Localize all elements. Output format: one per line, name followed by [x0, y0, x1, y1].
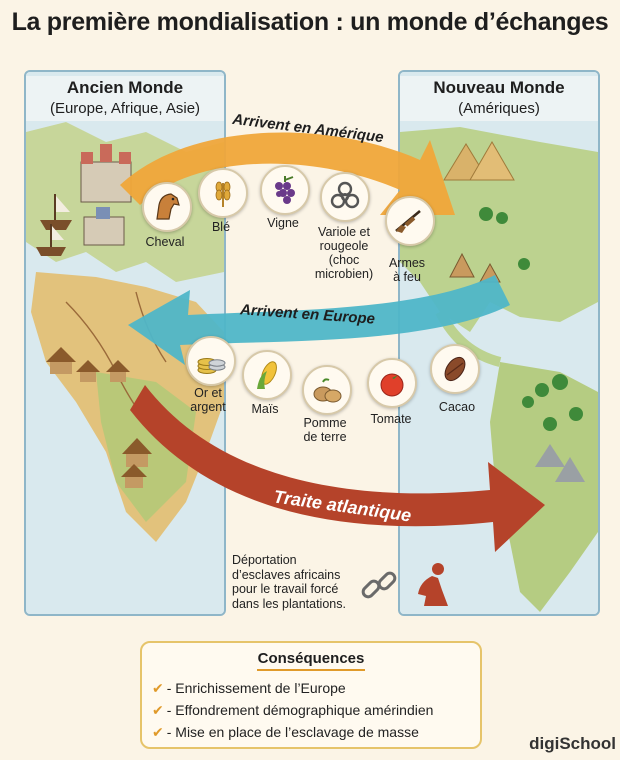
horse-circle: [142, 182, 192, 232]
potato-label: Pomme de terre: [303, 416, 347, 444]
old-world-subtitle: (Europe, Afrique, Asie): [49, 100, 201, 117]
corn-icon: [257, 361, 277, 389]
tomato-circle: [367, 358, 417, 408]
cacao-label: Cacao: [438, 400, 476, 414]
cacao-icon: [444, 356, 466, 382]
check-icon: ✔: [152, 724, 164, 740]
wheat-icon: [215, 181, 231, 207]
disease-label: Variole et rougeole (choc microbien): [314, 225, 374, 281]
to-america-arrow: [120, 132, 455, 215]
ship-icon: [36, 194, 72, 256]
check-icon: ✔: [152, 680, 164, 696]
musket-circle: [385, 196, 435, 246]
gold-silver-label: Or et argent: [190, 386, 226, 414]
old-world-title: Ancien Monde: [66, 78, 184, 97]
musket-icon: [395, 210, 421, 233]
kneeling-person-icon: [418, 563, 448, 606]
mountain-icon: [535, 444, 585, 482]
consequence-item: ✔- Enrichissement de l’Europe: [152, 680, 346, 696]
wheat-label: Blé: [211, 220, 231, 234]
new-world-title: Nouveau Monde: [433, 78, 565, 97]
consequences-underline: [257, 669, 365, 671]
coins-icon: [197, 358, 226, 374]
tomato-icon: [380, 373, 404, 397]
coins-circle: [186, 336, 236, 386]
consequences-box: Conséquences ✔- Enrichissement de l’Euro…: [140, 641, 482, 749]
cacao-circle: [430, 344, 480, 394]
horse-icon: [156, 193, 180, 220]
old-world-header: Ancien Monde (Europe, Afrique, Asie): [26, 76, 224, 121]
corn-label: Maïs: [251, 402, 279, 416]
wheat-circle: [198, 168, 248, 218]
horse-label: Cheval: [145, 235, 185, 249]
page-title: La première mondialisation : un monde d’…: [11, 8, 609, 36]
biohazard-icon: [330, 181, 360, 209]
slave-trade-arrow: [130, 385, 545, 552]
chain-icon: [361, 571, 397, 599]
african-village-icon: [46, 347, 152, 488]
pyramid-icon: [443, 141, 515, 181]
castle-icon: [80, 144, 132, 246]
brand-logo: digiSchool: [529, 734, 616, 753]
biohazard-circle: [320, 172, 370, 222]
slave-trade-note: Déportation d’esclaves africains pour le…: [232, 553, 346, 611]
new-world-header: Nouveau Monde (Amériques): [400, 76, 598, 121]
tree-icon: [479, 207, 583, 431]
tomato-label: Tomate: [370, 412, 412, 426]
consequence-item: ✔- Effondrement démographique amérindien: [152, 702, 434, 718]
potato-circle: [302, 365, 352, 415]
grapes-label: Vigne: [267, 216, 299, 230]
check-icon: ✔: [152, 702, 164, 718]
potato-icon: [313, 378, 342, 403]
consequence-item: ✔- Mise en place de l’esclavage de masse: [152, 724, 419, 740]
firearms-label: Armes à feu: [388, 256, 426, 284]
new-world-subtitle: (Amériques): [458, 100, 540, 117]
grapes-circle: [260, 165, 310, 215]
grapes-icon: [275, 176, 295, 204]
consequences-title: Conséquences: [257, 650, 365, 667]
corn-circle: [242, 350, 292, 400]
